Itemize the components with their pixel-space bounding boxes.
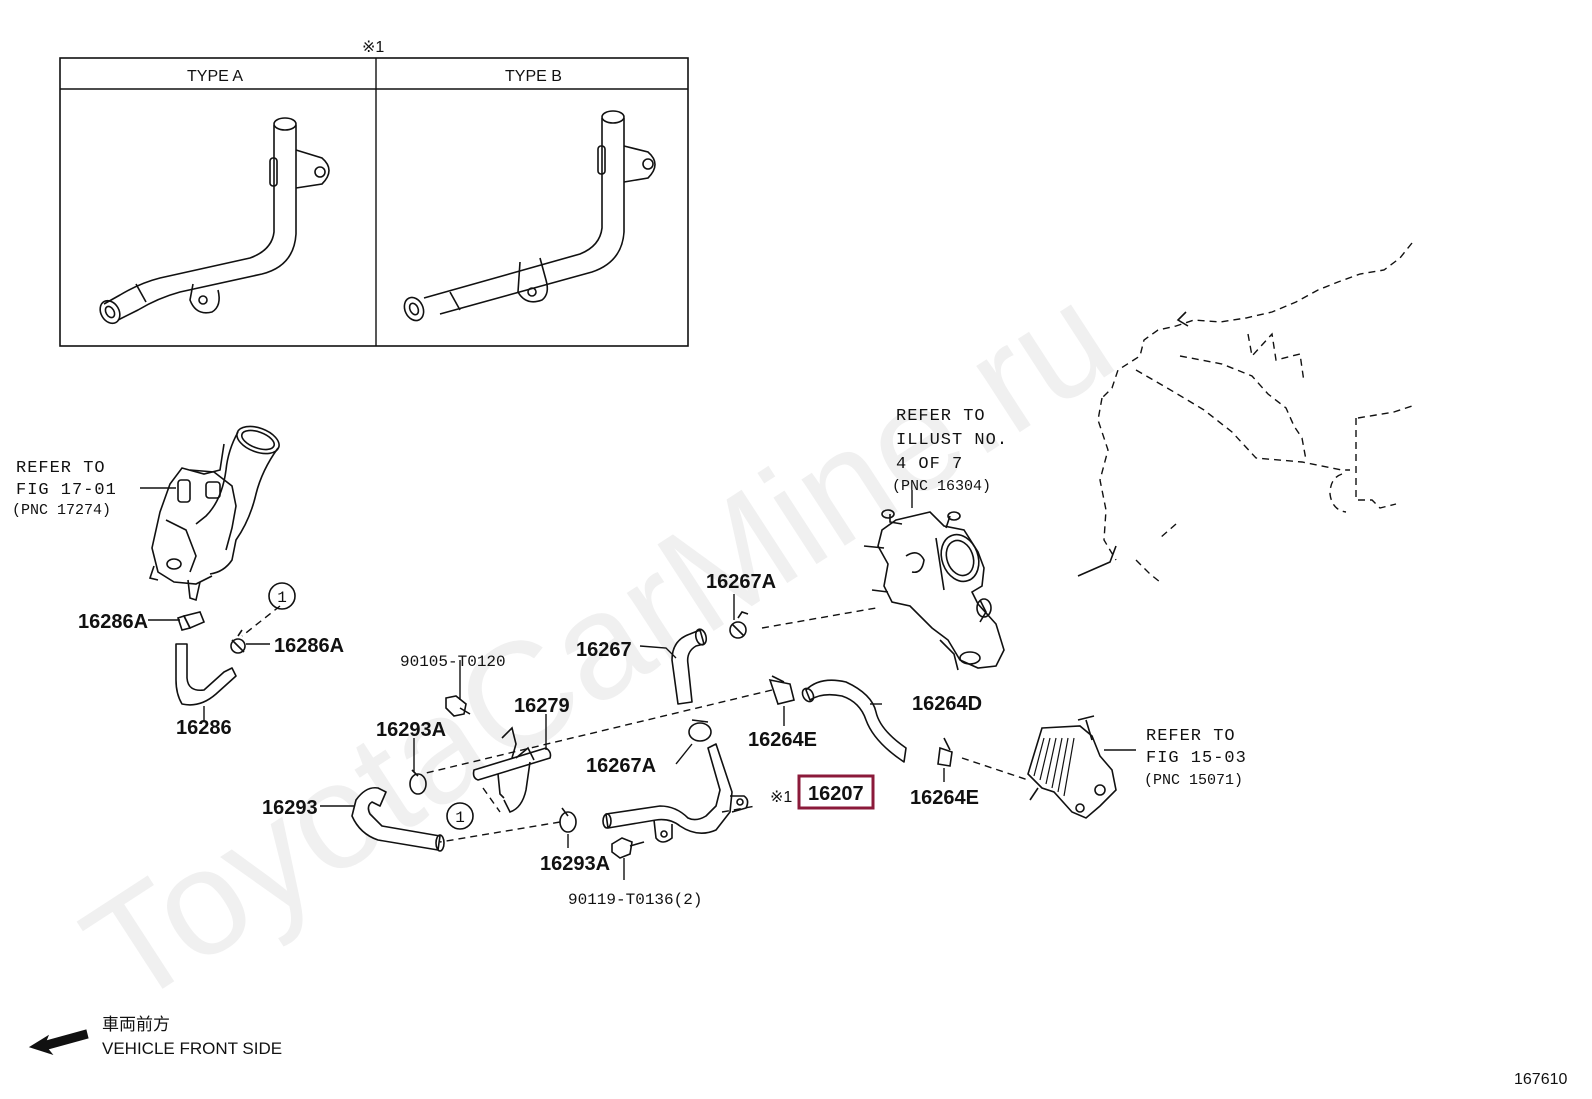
- svg-text:4 OF 7: 4 OF 7: [896, 455, 963, 474]
- bracket-16279: [472, 726, 552, 813]
- part-16286A-left[interactable]: 16286A: [78, 611, 148, 633]
- part-16207[interactable]: 16207: [808, 783, 864, 805]
- part-90105-T0120[interactable]: 90105-T0120: [400, 653, 506, 671]
- type-inset: ※1 TYPE A TYPE B: [59, 39, 689, 347]
- svg-text:1: 1: [277, 589, 287, 607]
- clamp-16264E-right: [937, 737, 953, 767]
- clamp-16293A-bottom: [559, 807, 577, 833]
- svg-text:REFER TO: REFER TO: [16, 459, 106, 478]
- part-16293A-top[interactable]: 16293A: [376, 719, 446, 741]
- ref-fig-17-01: REFER TO FIG 17-01 (PNC 17274): [12, 459, 117, 519]
- throttle-body-component: [148, 425, 280, 602]
- bolt-90105: [445, 695, 471, 717]
- clamp-16264E-left: [768, 675, 795, 705]
- engine-outline: [1077, 242, 1413, 583]
- type-b-header: TYPE B: [505, 68, 562, 85]
- ref-fig-15-03: REFER TO FIG 15-03 (PNC 15071): [1144, 727, 1247, 789]
- part-90119-T0136[interactable]: 90119-T0136(2): [568, 891, 702, 909]
- clamp-16293A-top: [409, 769, 427, 795]
- svg-text:ILLUST NO.: ILLUST NO.: [896, 431, 1008, 450]
- svg-text:REFER TO: REFER TO: [1146, 727, 1236, 746]
- ref-illust-4-of-7: REFER TO ILLUST NO. 4 OF 7 (PNC 16304): [892, 407, 1008, 495]
- part-16293A-bottom[interactable]: 16293A: [540, 853, 610, 875]
- part-16267A-top[interactable]: 16267A: [706, 571, 776, 593]
- part-16267[interactable]: 16267: [576, 639, 632, 661]
- figure-number: 167610: [1514, 1071, 1567, 1088]
- svg-text:(PNC 17274): (PNC 17274): [12, 502, 111, 519]
- hose-16267: [671, 628, 708, 705]
- part-16264E-left[interactable]: 16264E: [748, 729, 817, 751]
- fitting-16286A-left: [176, 611, 206, 631]
- type-b-pipe-drawing: [403, 110, 656, 322]
- part-labels[interactable]: 16286A 16286A 16286 90105-T0120 16279 16…: [78, 571, 982, 909]
- part-16279[interactable]: 16279: [514, 695, 570, 717]
- front-note-en: VEHICLE FRONT SIDE: [102, 1039, 282, 1058]
- part-16286[interactable]: 16286: [176, 717, 232, 739]
- hose-16286: [175, 643, 237, 706]
- highlighted-part-16207[interactable]: 16207: [797, 774, 875, 810]
- hose-16293: [351, 786, 445, 852]
- part-16264E-right[interactable]: 16264E: [910, 787, 979, 809]
- clamp-16267A-mid: [688, 719, 712, 742]
- front-note-jp: 車両前方: [102, 1015, 170, 1034]
- svg-text:FIG 15-03: FIG 15-03: [1146, 749, 1247, 768]
- hose-16264D: [801, 679, 907, 763]
- inset-mark: ※1: [362, 39, 384, 56]
- svg-text:FIG 17-01: FIG 17-01: [16, 481, 117, 500]
- bolt-90119: [611, 837, 645, 859]
- vehicle-front-note: 車両前方 VEHICLE FRONT SIDE: [28, 1015, 282, 1058]
- clamp-16286A-right: [230, 629, 246, 654]
- connection-lines: [241, 605, 1029, 843]
- svg-text:(PNC 15071): (PNC 15071): [1144, 772, 1243, 789]
- callout-1-top: 1: [268, 582, 296, 610]
- oil-cooler: [1027, 715, 1117, 819]
- part-16293[interactable]: 16293: [262, 797, 318, 819]
- svg-text:(PNC 16304): (PNC 16304): [892, 478, 991, 495]
- water-inlet-housing: [863, 509, 1005, 671]
- arrow-left-icon: [28, 1029, 89, 1055]
- highlight-box[interactable]: [797, 774, 875, 810]
- part-16286A-right[interactable]: 16286A: [274, 635, 344, 657]
- part-16207-mark: ※1: [770, 789, 792, 806]
- svg-text:REFER TO: REFER TO: [896, 407, 986, 426]
- part-16267A-mid[interactable]: 16267A: [586, 755, 656, 777]
- callout-1-bottom: 1: [446, 802, 474, 830]
- type-a-pipe-drawing: [99, 117, 330, 325]
- part-16264D[interactable]: 16264D: [912, 693, 982, 715]
- type-a-header: TYPE A: [187, 68, 243, 85]
- leader-lines: [140, 487, 1136, 880]
- clamp-16267A-top: [729, 611, 749, 639]
- svg-text:1: 1: [455, 809, 465, 827]
